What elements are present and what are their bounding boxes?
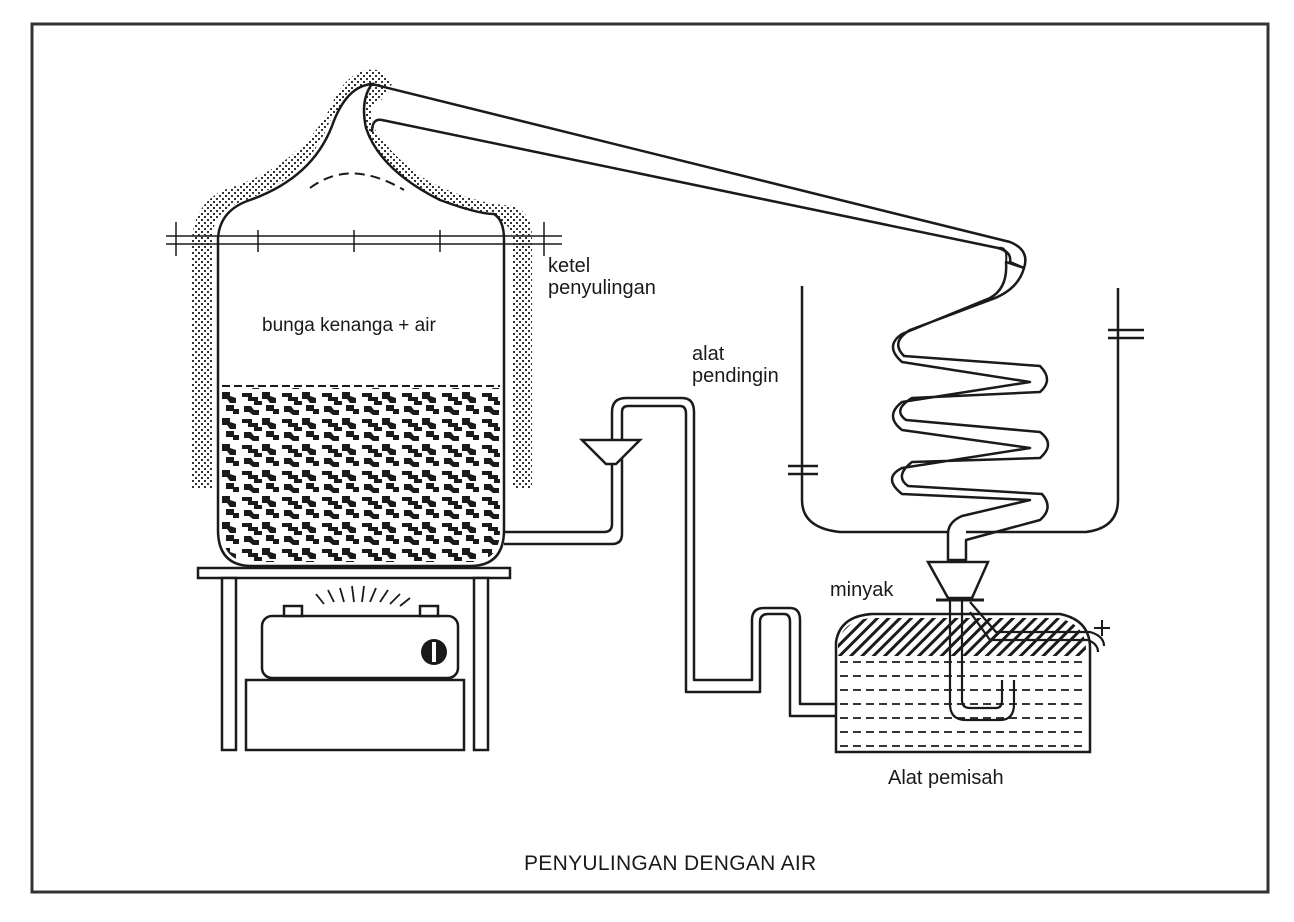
diagram-title: PENYULINGAN DENGAN AIR xyxy=(524,852,817,875)
label-separator: Alat pemisah xyxy=(888,767,1004,789)
outlet-marker xyxy=(1094,620,1110,636)
overflow-funnel xyxy=(578,438,644,466)
gas-burner xyxy=(260,604,460,680)
condenser-coil xyxy=(890,260,1050,562)
burner-knob-icon xyxy=(421,639,447,665)
flame-icon xyxy=(315,585,411,607)
kettle-flange xyxy=(166,222,562,256)
label-oil: minyak xyxy=(830,579,894,601)
kettle-overflow-pipe xyxy=(504,396,850,718)
heater-stand xyxy=(196,566,512,752)
label-kettle-line1: ketel xyxy=(548,255,591,277)
kettle-insulation xyxy=(192,69,532,489)
vapour-pipe xyxy=(370,82,1027,270)
kettle-contents xyxy=(222,388,500,562)
separator-inner-tube xyxy=(948,598,1016,722)
kettle-dome-dashed xyxy=(309,172,405,191)
outer-frame xyxy=(30,22,1270,894)
cooling-tank xyxy=(788,286,1144,534)
oil-outlet xyxy=(969,601,1106,653)
label-cooler-line2: pendingin xyxy=(692,365,779,387)
label-contents: bunga kenanga + air xyxy=(262,315,436,336)
label-cooler-line1: alat xyxy=(692,343,725,365)
label-kettle-line2: penyulingan xyxy=(548,277,656,299)
separator-funnel xyxy=(925,560,990,600)
